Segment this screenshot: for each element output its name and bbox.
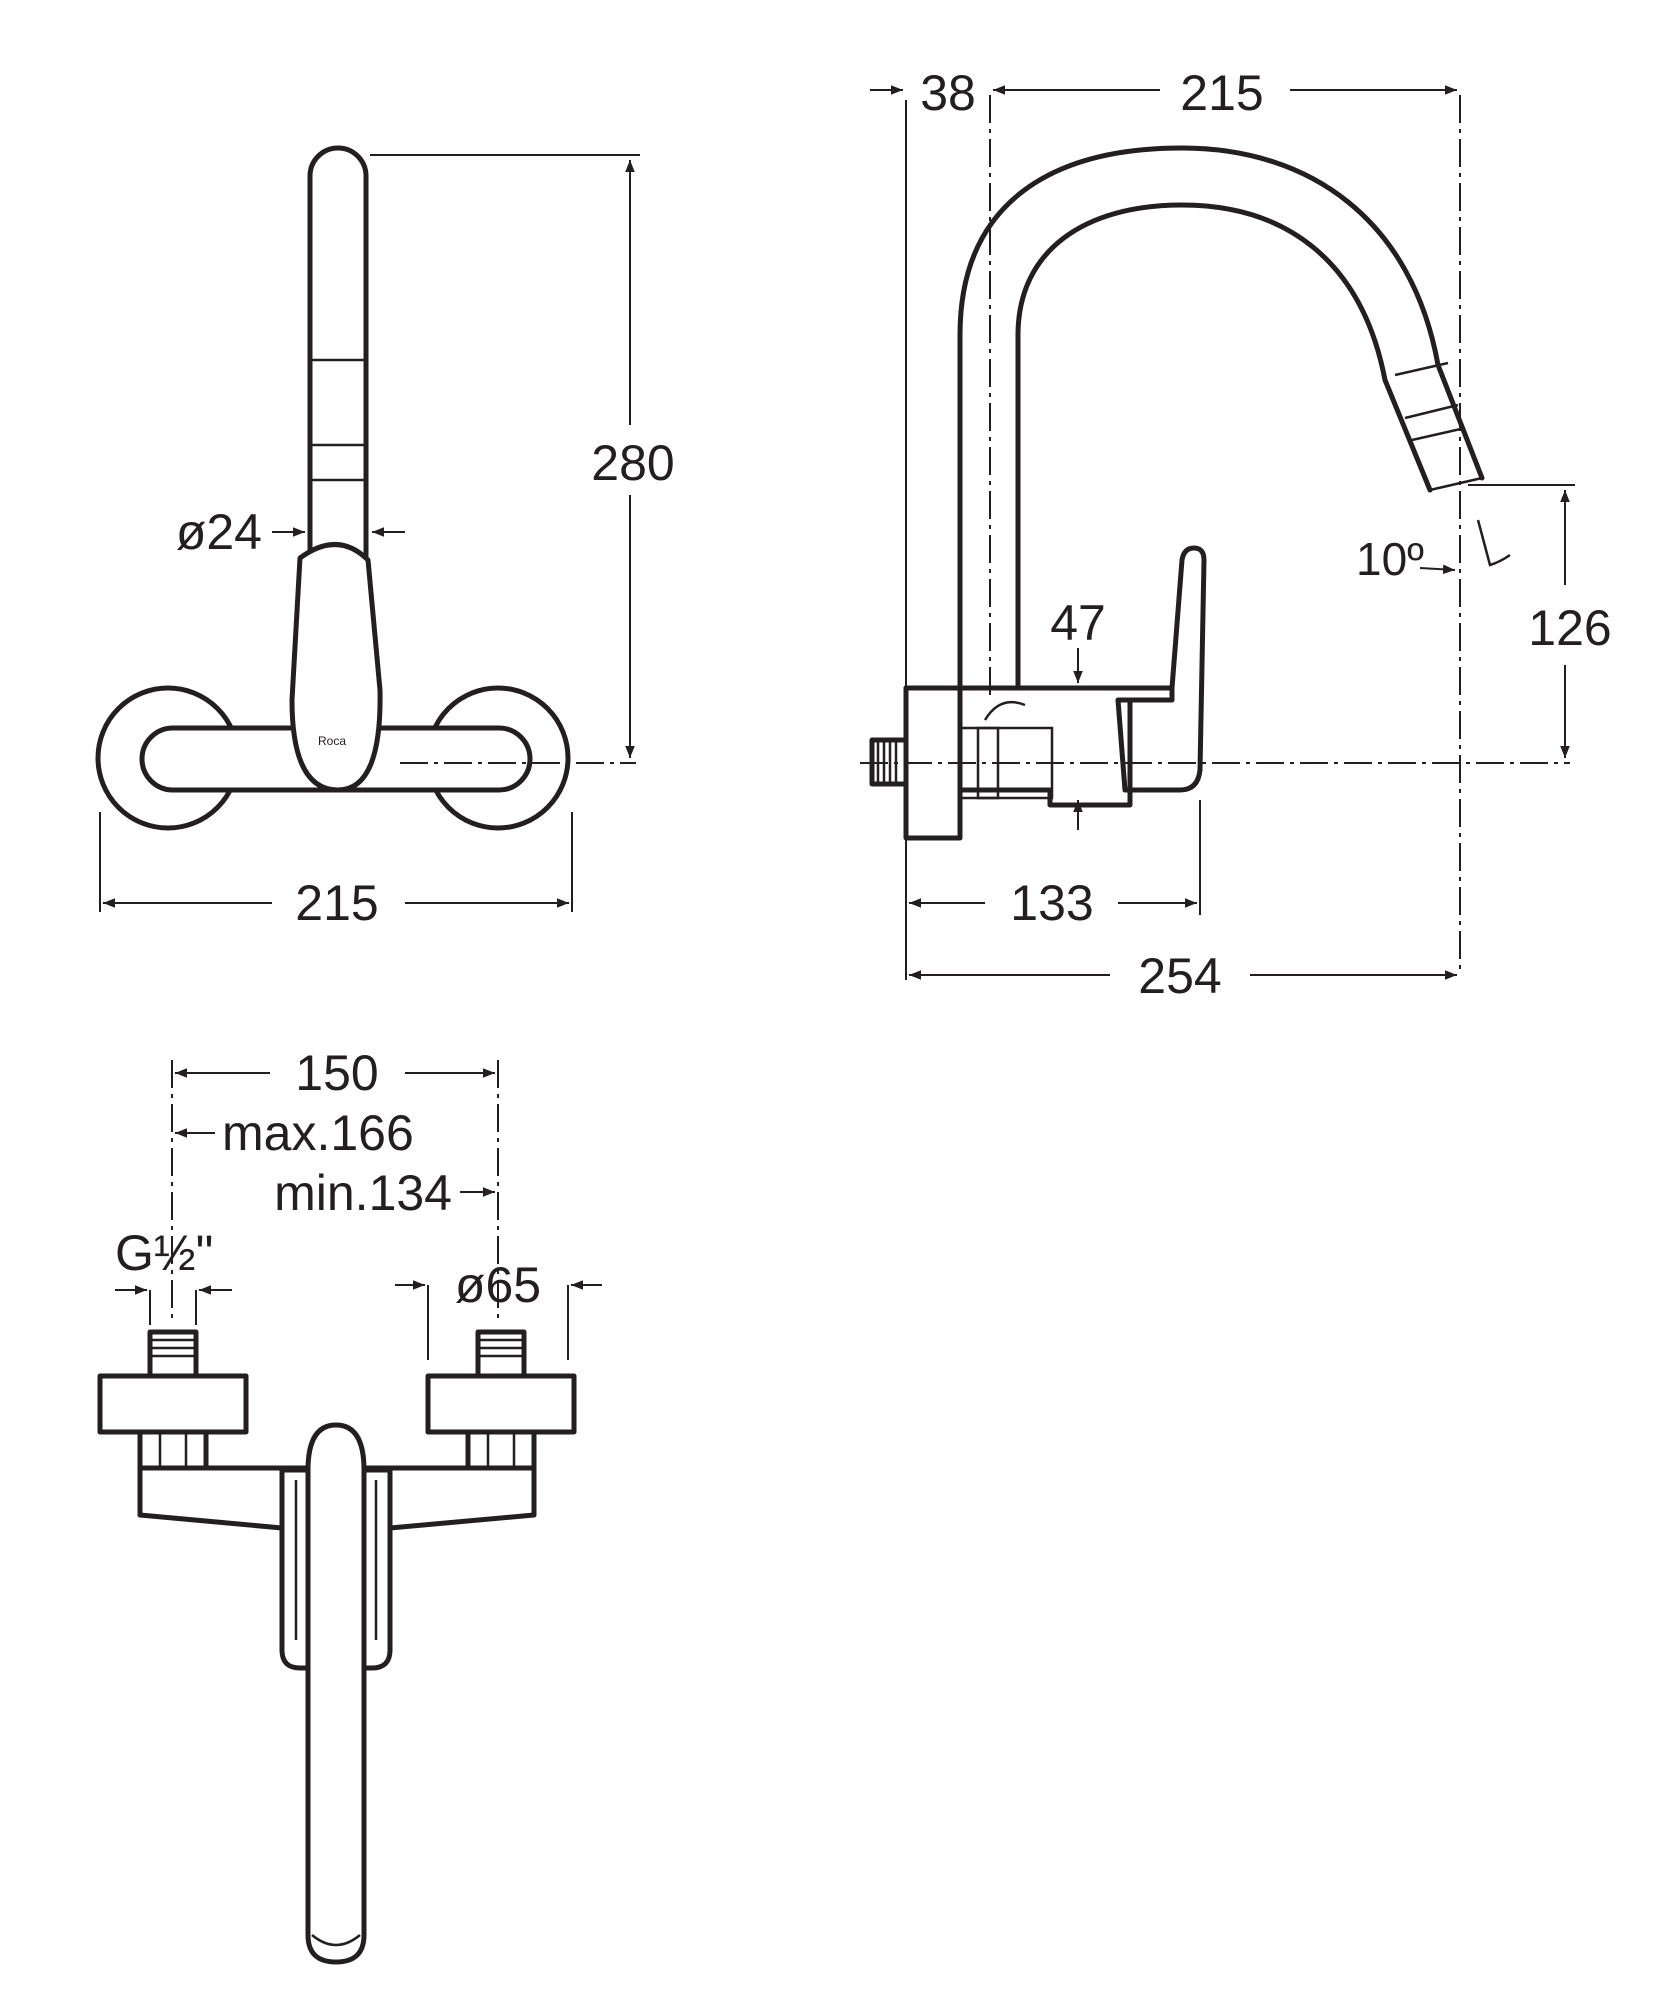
top-spout bbox=[305, 1422, 367, 1965]
top-right-flange bbox=[425, 1373, 577, 1435]
dim-spout-diameter: ø24 bbox=[176, 504, 262, 560]
dim-body-height: 47 bbox=[1050, 595, 1106, 651]
top-left-nut bbox=[137, 1429, 209, 1471]
side-spout-outer bbox=[957, 145, 1485, 688]
dim-angle: 10º bbox=[1356, 533, 1424, 585]
dim-body-depth: 133 bbox=[1010, 875, 1093, 931]
dim-centers: 150 bbox=[295, 1045, 378, 1101]
dim-total-depth: 254 bbox=[1138, 948, 1221, 1004]
side-spout-inner bbox=[1015, 202, 1433, 688]
dim-connection: G½" bbox=[115, 1225, 213, 1281]
front-lever-handle bbox=[289, 542, 383, 793]
top-right-nut bbox=[465, 1429, 537, 1471]
side-view: 38 215 126 10º 47 133 254 bbox=[860, 65, 1612, 1004]
side-body bbox=[903, 685, 1175, 808]
dim-width-215: 215 bbox=[295, 875, 378, 931]
top-left-flange bbox=[97, 1373, 249, 1435]
brand-mark: Roca bbox=[318, 734, 346, 748]
dim-wall-offset: 38 bbox=[920, 65, 976, 121]
top-right-thread bbox=[475, 1329, 527, 1379]
top-left-thread bbox=[147, 1329, 199, 1379]
dim-min: min.134 bbox=[274, 1165, 452, 1221]
dim-height-280: 280 bbox=[591, 435, 674, 491]
side-lever-handle bbox=[1127, 545, 1207, 793]
side-spout-tip bbox=[1394, 361, 1483, 492]
dim-spout-reach: 215 bbox=[1180, 65, 1263, 121]
dim-max: max.166 bbox=[222, 1105, 414, 1161]
dim-spout-height: 126 bbox=[1528, 600, 1611, 656]
front-view: Roca 280 ø24 215 bbox=[95, 145, 675, 931]
dim-flange-diameter: ø65 bbox=[455, 1257, 541, 1313]
top-view: 150 max.166 min.134 G½" ø65 bbox=[97, 1045, 602, 1965]
